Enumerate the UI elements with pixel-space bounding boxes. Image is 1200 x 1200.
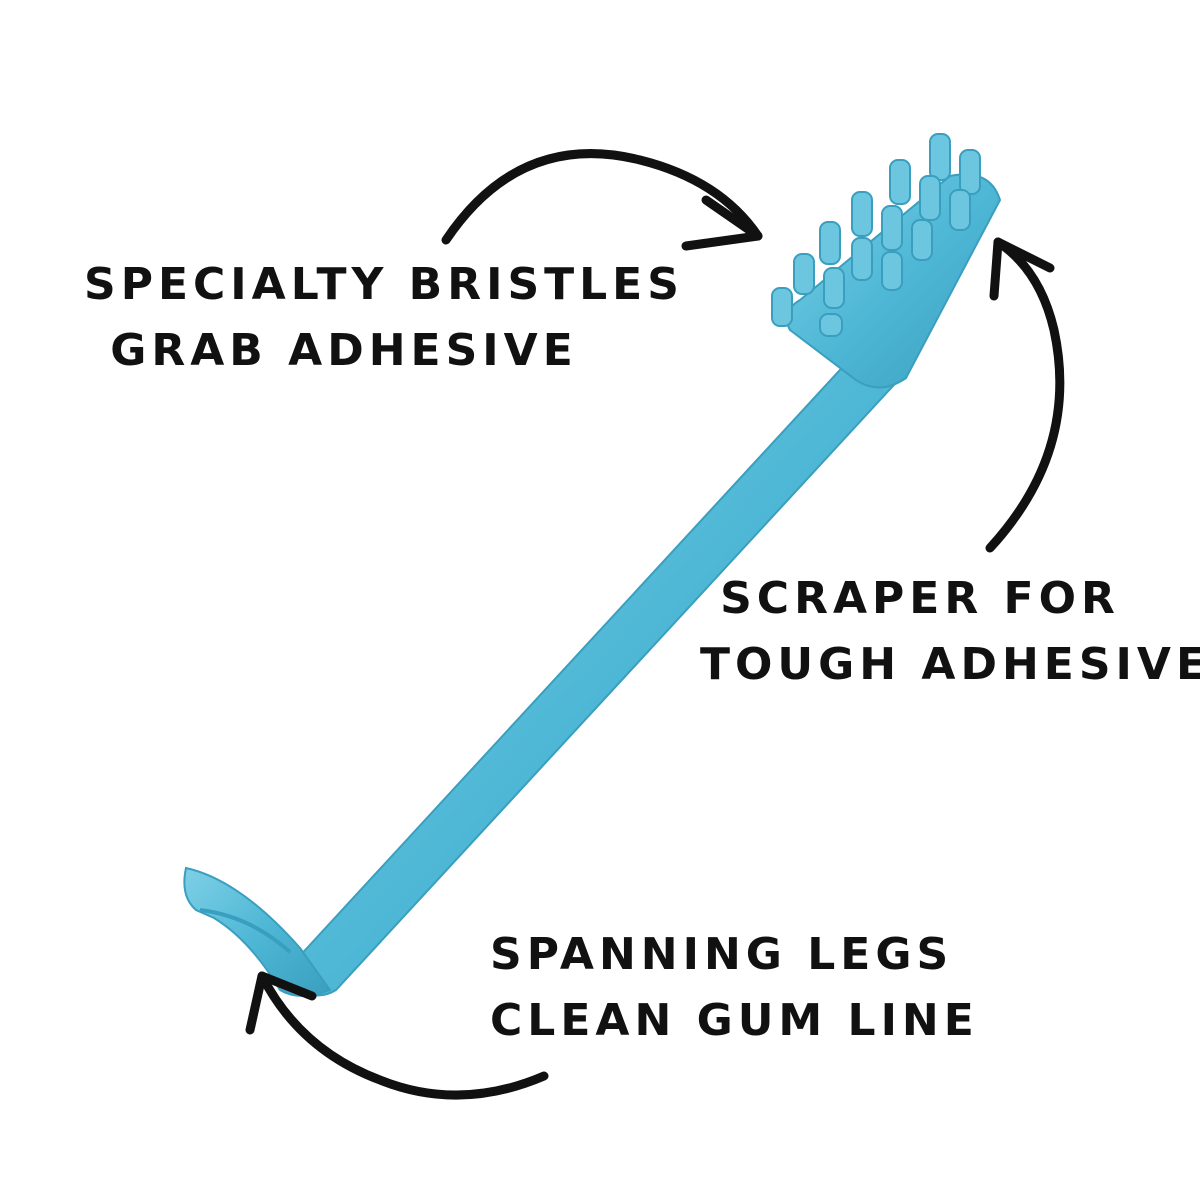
bristles [771, 133, 981, 337]
curved-arrow-icon [245, 971, 549, 1100]
bristle [819, 313, 843, 337]
callout-line: CLEAN GUM LINE [490, 995, 979, 1046]
callout-specialty-bristles: SPECIALTY BRISTLES GRAB ADHESIVE [84, 252, 684, 384]
bristle [881, 205, 903, 251]
bristle [919, 175, 941, 221]
bristle [959, 149, 981, 195]
callout-line: SCRAPER FOR [720, 573, 1120, 624]
bristle [911, 219, 933, 261]
bristle [851, 237, 873, 281]
bristle [929, 133, 951, 181]
bristle [793, 253, 815, 295]
bristle [819, 221, 841, 265]
curved-arrow-icon [985, 237, 1065, 553]
callout-line: TOUGH ADHESIVE [700, 639, 1200, 690]
curved-arrow-icon [441, 149, 763, 251]
callout-line: SPECIALTY BRISTLES [84, 259, 684, 310]
bristle [823, 267, 845, 309]
bristle [851, 191, 873, 237]
bristle [889, 159, 911, 205]
bristle [771, 287, 793, 327]
bristle [949, 189, 971, 231]
spanning-legs [183, 866, 332, 997]
callout-spanning-legs: SPANNING LEGS CLEAN GUM LINE [490, 922, 979, 1054]
bristle [881, 251, 903, 291]
callout-line: GRAB ADHESIVE [110, 325, 578, 376]
callout-scraper: SCRAPER FOR TOUGH ADHESIVE [700, 566, 1200, 698]
callout-line: SPANNING LEGS [490, 929, 954, 980]
brush-image [183, 133, 1002, 997]
